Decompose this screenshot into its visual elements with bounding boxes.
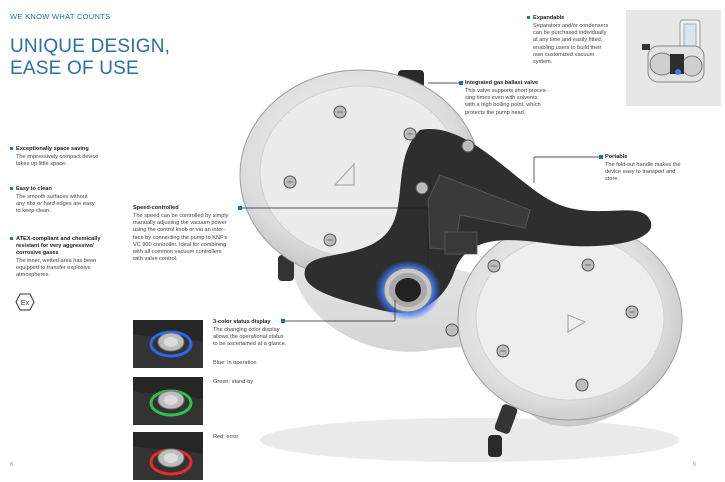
callout-title: Expandable bbox=[533, 15, 565, 21]
feature-body-line: equipped to transfer explosive bbox=[16, 265, 91, 272]
callout-body-line: sing times even with solvents bbox=[465, 95, 538, 102]
kicker-text: WE KNOW WHAT COUNTS bbox=[10, 12, 111, 21]
feature-atex: ATEX-compliant and chemically resistant … bbox=[10, 236, 134, 280]
bullet-square-icon bbox=[527, 16, 530, 20]
headline-line-1: UNIQUE DESIGN, bbox=[10, 36, 171, 57]
callout-body-line: face by connecting the pump to KNF's bbox=[133, 234, 228, 241]
page-headline: UNIQUE DESIGN, EASE OF USE bbox=[10, 36, 170, 80]
status-caption-blue: Blue: in operation bbox=[213, 360, 257, 366]
status-thumb-blue bbox=[133, 320, 203, 368]
feature-body-line: atmospheres. bbox=[16, 272, 50, 279]
callout-body-line: with a high boiling point, which bbox=[465, 102, 541, 109]
callout-body-line: device easy to transport and bbox=[605, 169, 676, 176]
feature-body-line: any ribs or hard edges are easy bbox=[16, 201, 95, 208]
feature-space-saving: Exceptionally space saving The impressiv… bbox=[10, 146, 130, 168]
headline-line-2: EASE OF USE bbox=[10, 58, 139, 79]
callout-status-display: 3-color status display The changing colo… bbox=[213, 319, 323, 349]
feature-body-line: The smooth surfaces without bbox=[16, 194, 88, 200]
feature-title-line: corrosive gases bbox=[16, 250, 59, 256]
callout-body-line: manually adjusting the vacuum power bbox=[133, 220, 227, 227]
status-thumb-red bbox=[133, 432, 203, 480]
callout-speed-controlled: Speed-controlled The speed can be contro… bbox=[133, 205, 243, 263]
atex-symbol-text: Ex bbox=[21, 300, 30, 307]
bullet-square-icon bbox=[10, 147, 13, 151]
callout-body-line: This valve supports short proces- bbox=[465, 88, 548, 94]
page-number-left: 8 bbox=[10, 462, 13, 468]
feature-easy-clean: Easy to clean The smooth surfaces withou… bbox=[10, 186, 130, 216]
callout-body-line: protects the pump head. bbox=[465, 109, 526, 116]
feature-title: Easy to clean bbox=[16, 186, 52, 192]
callout-body-line: using the control knob or via an inter- bbox=[133, 227, 226, 234]
page-number-right: 9 bbox=[693, 462, 696, 468]
control-knob-icon bbox=[395, 278, 421, 302]
callout-portable: Portable The fold-out handle makes the d… bbox=[605, 154, 715, 184]
expandable-photo bbox=[626, 10, 721, 106]
callout-title: Integrated gas ballast valve bbox=[465, 80, 539, 86]
callout-body-line: with valve control. bbox=[133, 256, 178, 263]
callout-body-line: system. bbox=[533, 59, 553, 66]
feature-body-line: to keep clean. bbox=[16, 208, 51, 215]
callout-body-line: VC 900 controller. Ideal for combining bbox=[133, 241, 227, 248]
callout-gas-ballast: Integrated gas ballast valve This valve … bbox=[465, 80, 580, 117]
callout-body-line: with all common vacuum controllers bbox=[133, 249, 222, 256]
callout-body-line: own customized vacuum bbox=[533, 51, 595, 58]
status-thumb-green bbox=[133, 377, 203, 425]
callout-body-line: The fold-out handle makes the bbox=[605, 162, 681, 168]
feature-body-line: The inner, wetted area has been bbox=[16, 258, 97, 264]
callout-body-line: The changing color display bbox=[213, 327, 280, 333]
atex-ex-icon: Ex bbox=[15, 293, 35, 311]
callout-title: Speed-controlled bbox=[133, 205, 179, 211]
feature-body-line: The impressively compact device bbox=[16, 154, 99, 160]
callout-expandable: Expandable Separators and/or condensers … bbox=[527, 15, 624, 66]
bullet-square-icon bbox=[10, 237, 13, 241]
feature-body-line: takes up little space. bbox=[16, 161, 67, 168]
status-caption-green: Green: stand-by bbox=[213, 379, 254, 385]
callout-body-line: to be ascertained at a glance. bbox=[213, 341, 287, 348]
callout-body-line: enabling users to build their bbox=[533, 44, 602, 51]
feature-title-line: resistant for very aggressive/ bbox=[16, 243, 94, 249]
bullet-square-icon bbox=[10, 187, 13, 191]
status-caption-red: Red: error bbox=[213, 434, 239, 440]
callout-body-line: Separators and/or condensers bbox=[533, 23, 609, 29]
callout-title: 3-color status display bbox=[213, 319, 271, 325]
callout-body-line: can be purchased individually bbox=[533, 30, 607, 37]
callout-body-line: allows the operational status bbox=[213, 334, 284, 341]
feature-title-line: ATEX-compliant and chemically bbox=[16, 236, 101, 242]
feature-title: Exceptionally space saving bbox=[16, 146, 89, 152]
callout-body-line: at any time and easily fitted, bbox=[533, 37, 603, 44]
callout-body-line: store. bbox=[605, 176, 619, 183]
callout-title: Portable bbox=[605, 154, 628, 160]
callout-body-line: The speed can be controlled by simply bbox=[133, 213, 229, 219]
